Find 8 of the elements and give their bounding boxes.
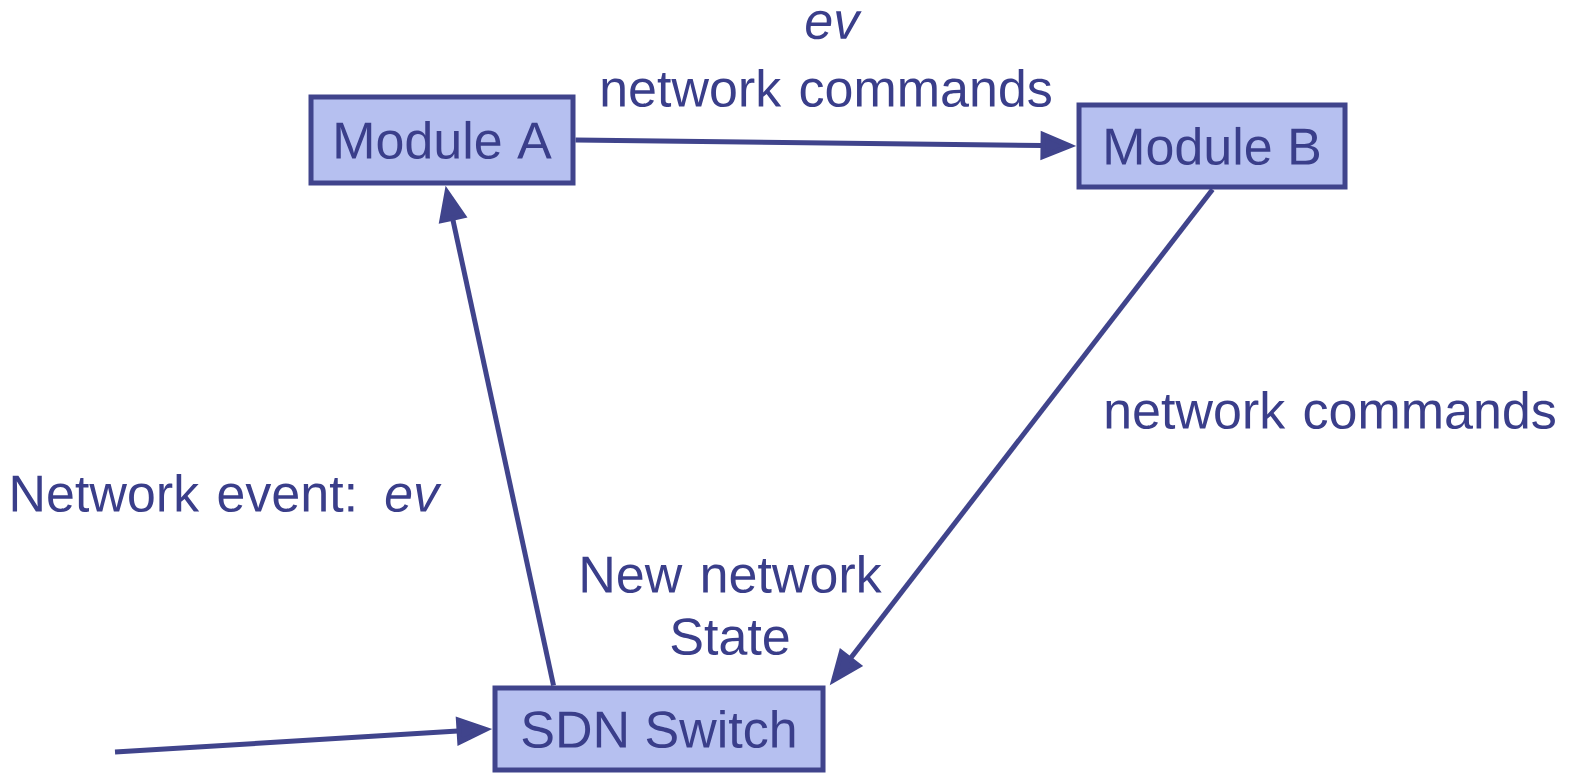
label: New network State xyxy=(582,554,882,656)
edge-label: network commands xyxy=(602,68,1051,108)
module-box: Module A xyxy=(308,94,576,186)
module-box: Module B xyxy=(1076,102,1348,190)
label: ev xyxy=(806,10,862,40)
label: Network event: ev xyxy=(12,473,442,513)
module-box: SDN Switch xyxy=(492,685,826,773)
edge-label: network commands xyxy=(1106,390,1555,430)
